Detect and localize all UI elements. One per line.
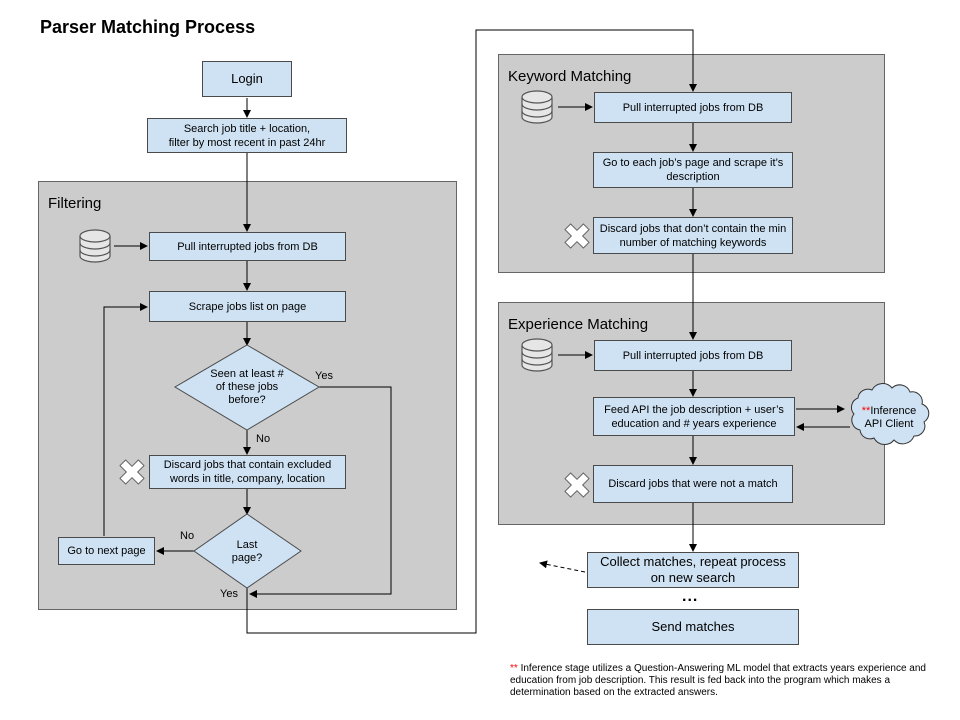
x-icon bbox=[564, 223, 590, 249]
ellipsis: ... bbox=[682, 588, 699, 605]
filter-pull-node: Pull interrupted jobs from DB bbox=[149, 232, 346, 261]
diagram-title: Parser Matching Process bbox=[40, 17, 256, 37]
cloud-icon bbox=[850, 383, 930, 445]
seen-yes-label: Yes bbox=[315, 370, 333, 382]
last-no-label: No bbox=[180, 530, 195, 542]
keyword-matching-label: Keyword Matching bbox=[508, 68, 632, 85]
keyword-pull-node: Pull interrupted jobs from DB bbox=[594, 92, 792, 123]
arrow-next-scrape bbox=[103, 303, 148, 536]
database-icon bbox=[79, 229, 111, 263]
experience-feed-node: Feed API the job description + user’s ed… bbox=[593, 397, 795, 436]
arrow-seen-yes bbox=[249, 386, 392, 598]
seen-decision-text: Seen at least # of these jobs before? bbox=[210, 368, 284, 406]
x-icon bbox=[564, 472, 590, 498]
keyword-scrape-node: Go to each job’s page and scrape it’s de… bbox=[593, 152, 793, 188]
keyword-discard-node: Discard jobs that don’t contain the min … bbox=[593, 217, 793, 254]
filter-discard-node: Discard jobs that contain excluded words… bbox=[149, 455, 346, 489]
last-yes-label: Yes bbox=[220, 588, 238, 600]
arrow-to-keyword bbox=[246, 29, 697, 634]
database-icon bbox=[521, 338, 553, 372]
filtering-label: Filtering bbox=[48, 195, 102, 212]
footnote: ** Inference stage utilizes a Question-A… bbox=[510, 663, 926, 698]
database-icon bbox=[521, 90, 553, 124]
next-page-node: Go to next page bbox=[58, 537, 155, 565]
send-matches-node: Send matches bbox=[587, 609, 799, 645]
filter-scrape-node: Scrape jobs list on page bbox=[149, 291, 346, 322]
search-node: Search job title + location, filter by m… bbox=[147, 118, 347, 153]
arrow-repeat-dashed bbox=[539, 560, 586, 573]
experience-pull-node: Pull interrupted jobs from DB bbox=[594, 340, 792, 371]
experience-matching-label: Experience Matching bbox=[508, 316, 649, 333]
login-node: Login bbox=[202, 61, 292, 97]
x-icon bbox=[119, 459, 145, 485]
last-page-decision-shape bbox=[193, 513, 302, 589]
seen-decision-shape bbox=[174, 344, 320, 431]
last-page-decision-text: Last page? bbox=[231, 539, 263, 564]
seen-no-label: No bbox=[256, 433, 271, 445]
collect-matches-node: Collect matches, repeat process on new s… bbox=[587, 552, 799, 588]
experience-discard-node: Discard jobs that were not a match bbox=[593, 465, 793, 503]
